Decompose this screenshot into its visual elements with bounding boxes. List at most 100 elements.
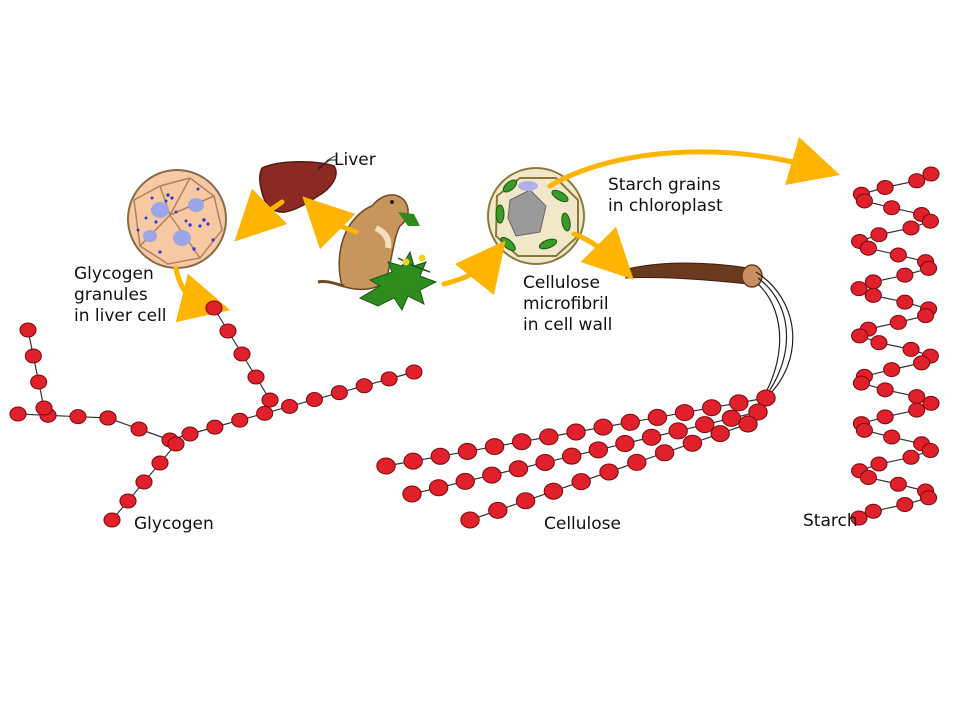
starch-helix-glucose-unit	[864, 503, 882, 519]
glycogen-granules-line-1: Glycogen	[74, 264, 154, 284]
glycogen-branch-top-glucose-unit	[219, 323, 237, 339]
arrow-plantcell-to-starch	[547, 137, 841, 189]
glycogen-main-glucose-unit	[99, 410, 117, 426]
glycogen-main-glucose-unit	[355, 378, 373, 394]
starch-helix-glucose-unit	[883, 429, 901, 445]
starch-helix-glucose-unit	[859, 240, 877, 256]
cellulose-strand-3-glucose-unit	[460, 511, 480, 529]
cellulose-strand-2-glucose-unit	[588, 441, 609, 459]
cellulose-strand-1-glucose-unit	[620, 413, 640, 431]
cellulose-strand-1-glucose-unit	[539, 428, 559, 446]
liver-pointer-line	[317, 159, 336, 169]
cellulose-strand-1-glucose-unit	[674, 404, 695, 422]
cellulose-strand-3-glucose-unit	[599, 463, 619, 481]
glycogen-branch-down-glucose-unit	[103, 512, 121, 528]
cellulose-strand-3-glucose-unit	[488, 501, 508, 519]
starch-helix-glucose-unit	[850, 281, 868, 297]
cellulose-strand-3-glucose-unit	[682, 434, 703, 452]
starch-helix-glucose-unit	[876, 409, 894, 425]
cellulose-strand-2-glucose-unit	[561, 447, 582, 465]
glycogen-main-glucose-unit	[330, 385, 348, 401]
glycogen-branch-down-glucose-unit	[151, 455, 169, 471]
cellulose-strand-1-glucose-unit	[512, 433, 532, 451]
cellulose-strand-1-glucose-unit	[593, 418, 613, 436]
starch-helix-glucose-unit	[864, 287, 882, 303]
cellulose-strand-2-glucose-unit	[695, 416, 715, 434]
cellulose-strand-2-glucose-unit	[535, 453, 555, 471]
starch-helix-glucose-unit	[917, 308, 935, 324]
glycogen-branch-left-glucose-unit	[24, 348, 42, 364]
arrow-plant-to-plantcell	[441, 240, 506, 296]
cellulose-microfibril-line-3: in cell wall	[523, 315, 613, 335]
liver-illustration	[259, 155, 337, 213]
glycogen-main-glucose-unit	[206, 419, 224, 435]
cellulose-strand-1-glucose-unit	[457, 442, 478, 460]
starch-helix-glucose-unit	[921, 213, 939, 229]
glycogen-main-glucose-unit	[9, 406, 27, 422]
starch-helix-glucose-unit	[920, 260, 938, 276]
starch-helix-glucose-unit	[850, 510, 868, 526]
starch-helix-glucose-unit	[920, 490, 938, 506]
starch-grains-label: Starch grains in chloroplast	[608, 175, 723, 217]
glycogen-granules-line-2: granules	[74, 285, 148, 305]
cellulose-strand-1-glucose-unit	[566, 423, 586, 441]
glycogen-main-glucose-unit	[380, 371, 398, 387]
cellulose-strand-1-glucose-unit	[484, 438, 505, 456]
glycogen-branch-top-glucose-unit	[247, 369, 265, 385]
cellulose-strand-1-glucose-unit	[702, 399, 722, 417]
starch-helix-glucose-unit	[851, 328, 869, 344]
glycogen-granules-label: Glycogen granules in liver cell	[74, 264, 167, 327]
glycogen-main-glucose-unit	[281, 398, 299, 414]
plant-illustration	[358, 250, 438, 312]
cellulose-strand-2-glucose-unit	[721, 409, 742, 427]
cellulose-strand-2-glucose-unit	[668, 422, 688, 440]
glycogen-branch-left-glucose-unit	[35, 400, 53, 416]
cellulose-strand-2-glucose-unit	[615, 435, 635, 453]
starch-helix-glucose-unit	[908, 389, 926, 405]
glycogen-branch-down-glucose-unit	[135, 474, 153, 490]
cellulose-strand-3-glucose-unit	[627, 453, 647, 471]
starch-helix-glucose-unit	[889, 476, 907, 492]
starch-helix-glucose-unit	[913, 355, 931, 371]
starch-helix-glucose-unit	[864, 274, 882, 290]
starch-helix-glucose-unit	[889, 314, 907, 330]
starch-helix-glucose-unit	[859, 470, 877, 486]
glycogen-main-glucose-unit	[256, 405, 274, 421]
starch-helix-glucose-unit	[908, 173, 926, 189]
cellulose-strand-2-glucose-unit	[402, 485, 422, 503]
cellulose-microfibril-line-2: microfibril	[523, 294, 609, 314]
starch-helix-glucose-unit	[876, 179, 894, 195]
cellulose-strand-2-glucose-unit	[428, 479, 449, 497]
starch-helix-glucose-unit	[902, 341, 920, 357]
polymer-chains	[9, 166, 940, 529]
starch-helix-glucose-unit	[922, 166, 940, 182]
starch-helix-glucose-unit	[883, 200, 901, 216]
plant-cell-illustration	[487, 167, 585, 265]
starch-helix-glucose-unit	[902, 449, 920, 465]
starch-helix-glucose-unit	[896, 294, 914, 310]
arrow-animal-to-liver	[302, 196, 359, 250]
cellulose-strand-2-glucose-unit	[641, 428, 662, 446]
glycogen-granules-line-3: in liver cell	[74, 306, 167, 326]
starch-helix-glucose-unit	[902, 220, 920, 236]
starch-label: Starch	[803, 511, 858, 531]
starch-helix-glucose-unit	[876, 382, 894, 398]
cellulose-strand-1-glucose-unit	[756, 389, 776, 407]
cellulose-strand-1-glucose-unit	[376, 457, 396, 475]
cellulose-label: Cellulose	[544, 514, 621, 534]
starch-helix-glucose-unit	[896, 267, 914, 283]
glycogen-branch-left-glucose-unit	[30, 374, 48, 390]
cellulose-strand-1-glucose-unit	[403, 452, 423, 470]
cellulose-strand-3-glucose-unit	[571, 473, 591, 491]
cellulose-microfibril-label: Cellulose microfibril in cell wall	[523, 273, 612, 336]
glycogen-main-glucose-unit	[405, 364, 423, 380]
glycogen-branch-top-glucose-unit	[233, 346, 251, 362]
arrow-plantcell-to-microfibril	[571, 226, 634, 280]
starch-grains-line-1: Starch grains	[608, 175, 721, 195]
starch-helix-glucose-unit	[883, 362, 901, 378]
glycogen-branch-top-glucose-unit	[205, 300, 223, 316]
glycogen-main-glucose-unit	[231, 412, 249, 428]
cellulose-strand-3-glucose-unit	[738, 415, 758, 433]
